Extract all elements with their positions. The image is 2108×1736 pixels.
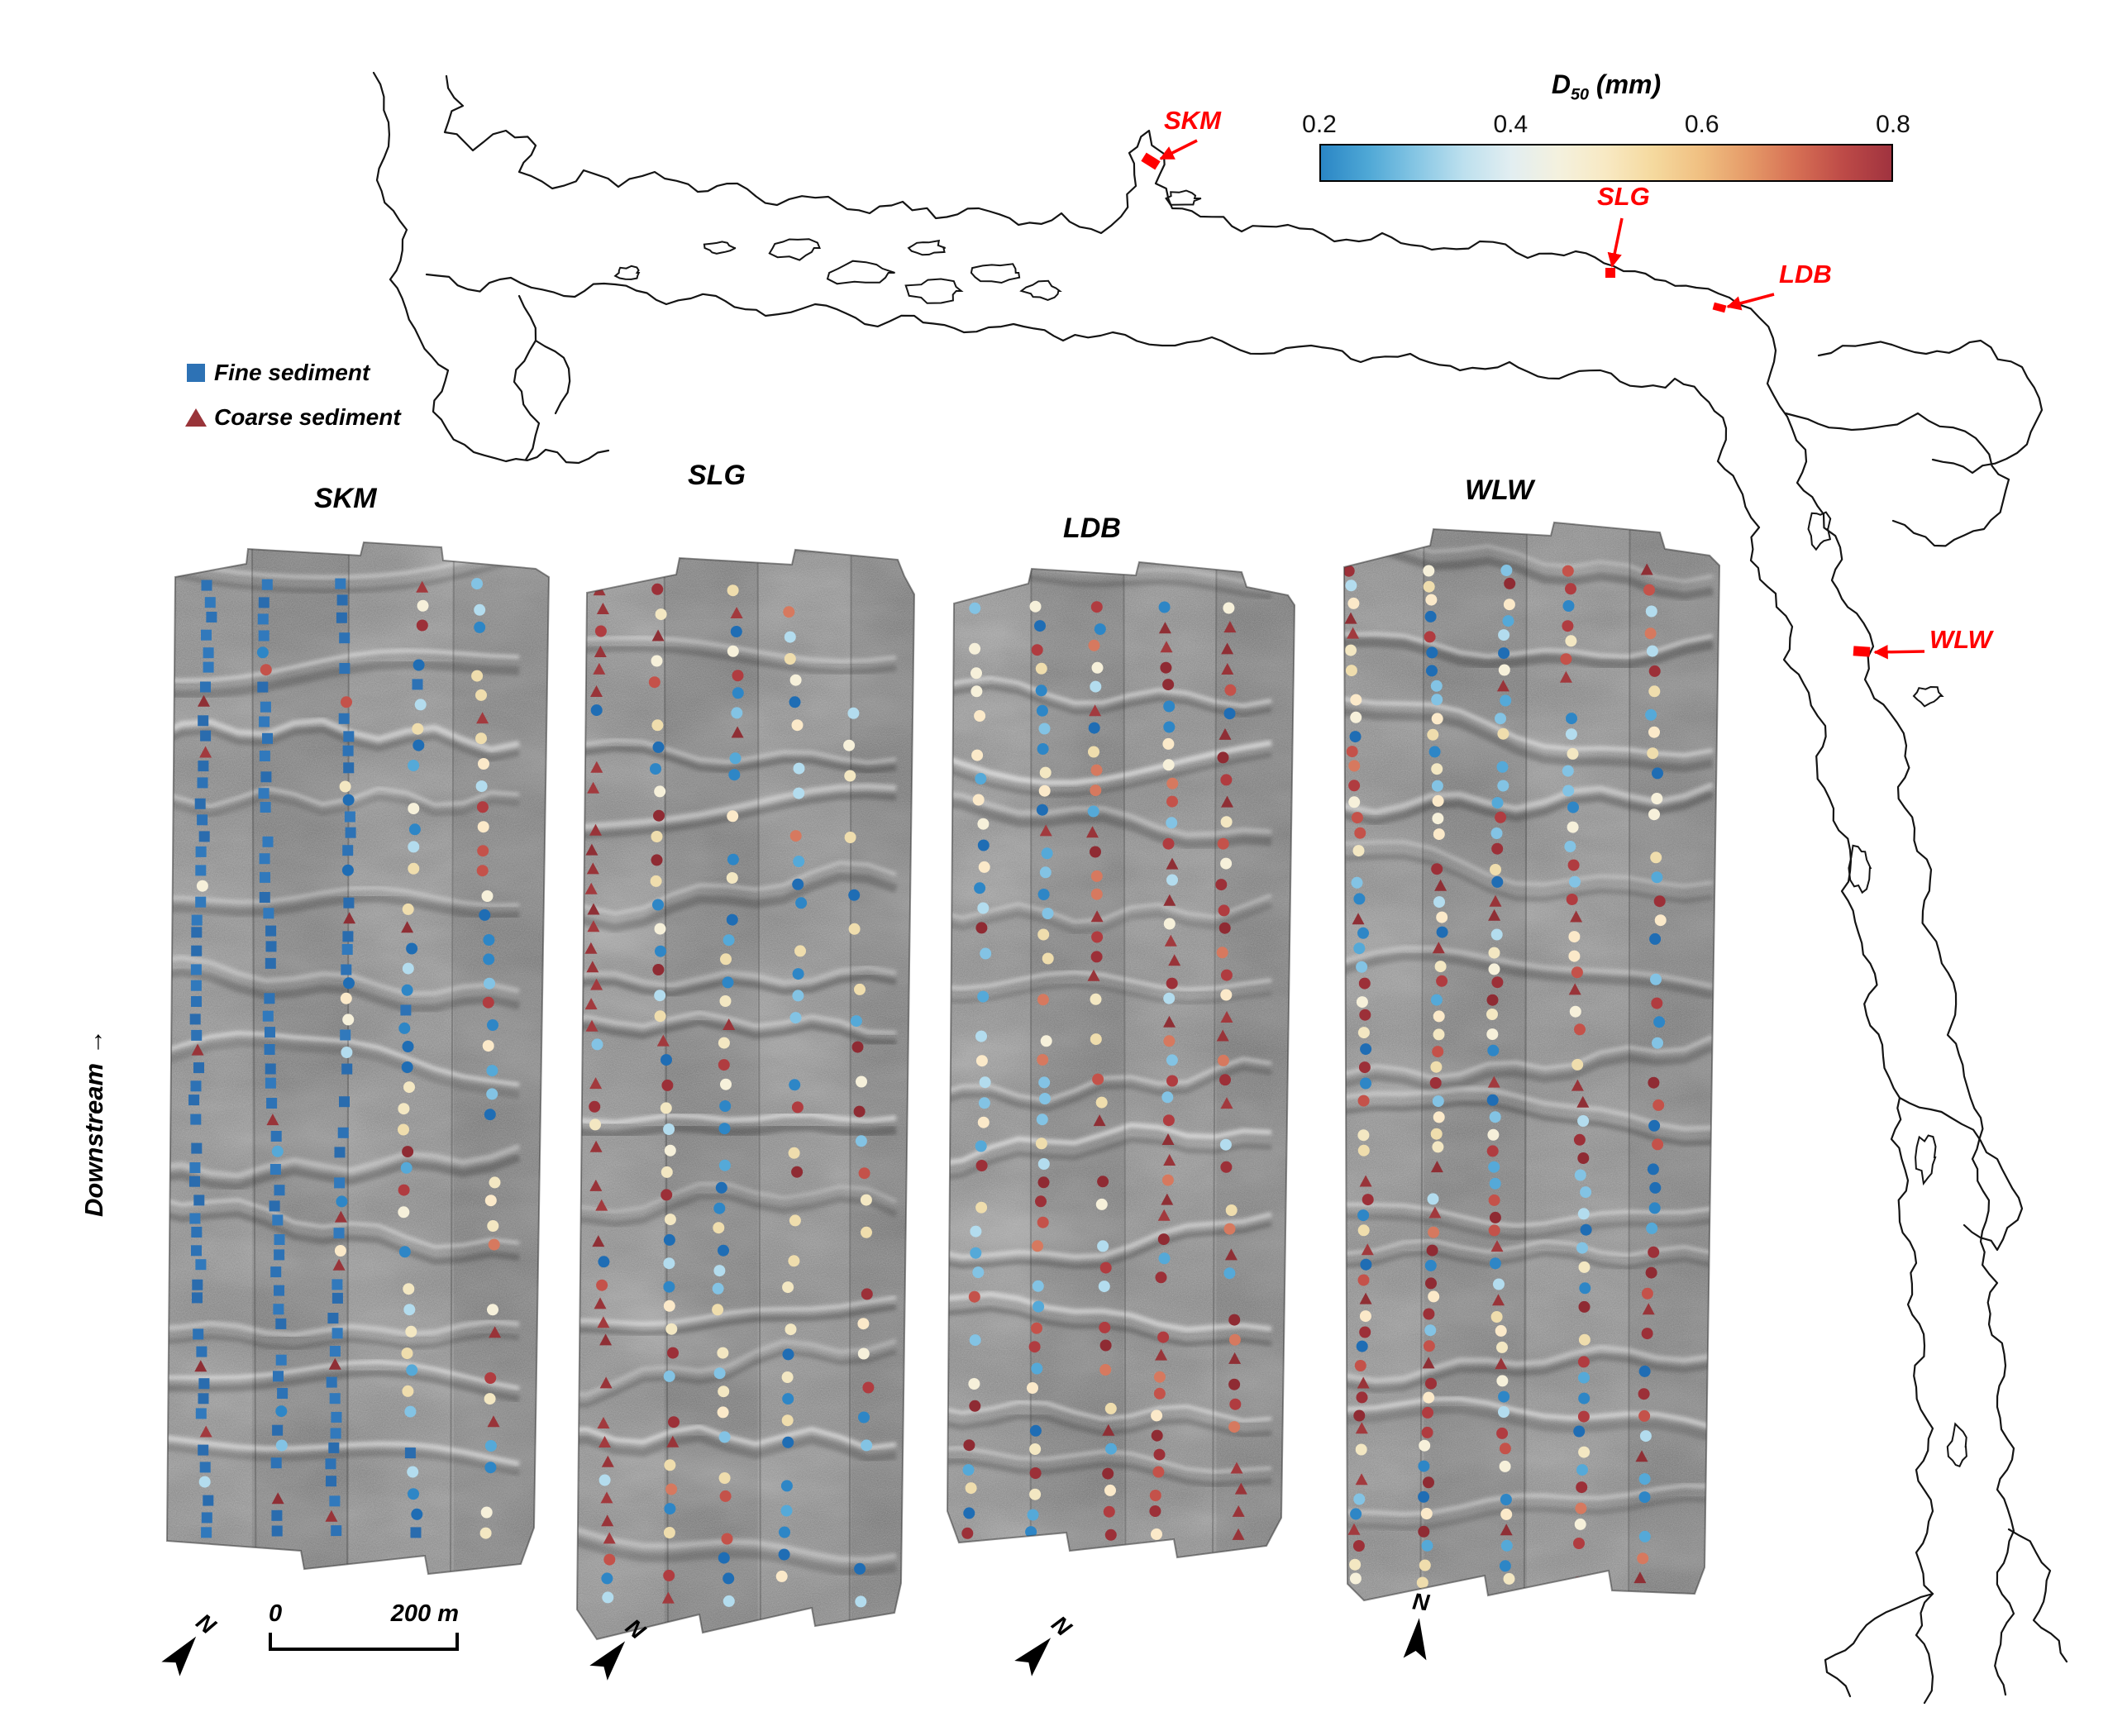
panel-title-wlw: WLW [1465,475,1534,506]
site-marker [1853,646,1871,657]
site-label-wlw: WLW [1929,625,1992,654]
sample-dots-slg [584,583,875,1608]
scale-start: 0 [269,1600,283,1627]
sonar-panel-ldb [928,560,1298,1579]
north-arrow-skm: N [161,1609,222,1676]
sonar-image-skm [165,541,551,1576]
north-label: N [192,1609,222,1639]
colorbar-tick: 0.6 [1684,111,1719,139]
north-label: N [1047,1610,1076,1641]
panel-title-ldb: LDB [1063,513,1121,544]
north-arrow-ldb: N [1014,1610,1077,1676]
site-label-skm: SKM [1164,106,1221,135]
colorbar-tick: 0.8 [1876,111,1910,139]
sediment-legend: Fine sediment Coarse sediment [178,351,401,440]
legend-label-coarse: Coarse sediment [214,404,401,430]
coarse-sediment-marker [185,408,207,427]
site-annotations [1141,139,1925,660]
colorbar-tick: 0.4 [1493,111,1529,139]
downstream-label: Downstream→ [79,1028,108,1217]
scale-bar: 0 200 m [269,1600,459,1651]
scale-bar-line [269,1633,459,1651]
sample-dots-skm [188,578,502,1539]
panel-title-slg: SLG [688,460,746,491]
legend-item-fine: Fine sediment [178,351,401,395]
north-arrow-slg: N [589,1614,651,1681]
colorbar-ticks: 0.2 0.4 0.6 0.8 [1302,111,1910,141]
site-marker [1712,302,1727,313]
colorbar-tick: 0.2 [1302,111,1337,139]
colorbar: D50 (mm) 0.2 0.4 0.6 0.8 [1302,69,1910,183]
sonar-panel-wlw [1313,519,1724,1630]
colorbar-title: D50 (mm) [1551,69,1662,104]
sonar-image-slg [575,548,916,1641]
fine-sediment-marker [187,364,205,382]
site-label-slg: SLG [1597,182,1650,211]
colorbar-gradient [1319,144,1893,183]
site-label-ldb: LDB [1779,260,1832,289]
site-marker [1141,152,1161,170]
downstream-arrow-icon: → [79,1028,108,1055]
panel-title-skm: SKM [314,483,377,514]
sample-dots-wlw [1344,563,1667,1589]
sample-dots-ldb [961,600,1247,1541]
sonar-panel-slg [552,541,926,1649]
coastline [372,71,2068,1705]
site-marker [1605,268,1615,278]
north-label: N [621,1614,651,1644]
north-arrow-wlw: N [1403,1588,1431,1661]
sonar-image-ldb [946,560,1296,1559]
north-label: N [1411,1588,1431,1615]
scale-end: 200 m [390,1600,459,1627]
legend-label-fine: Fine sediment [214,360,370,385]
sonar-panel-skm [147,539,551,1579]
sonar-image-wlw [1343,521,1721,1602]
legend-item-coarse: Coarse sediment [178,395,401,440]
